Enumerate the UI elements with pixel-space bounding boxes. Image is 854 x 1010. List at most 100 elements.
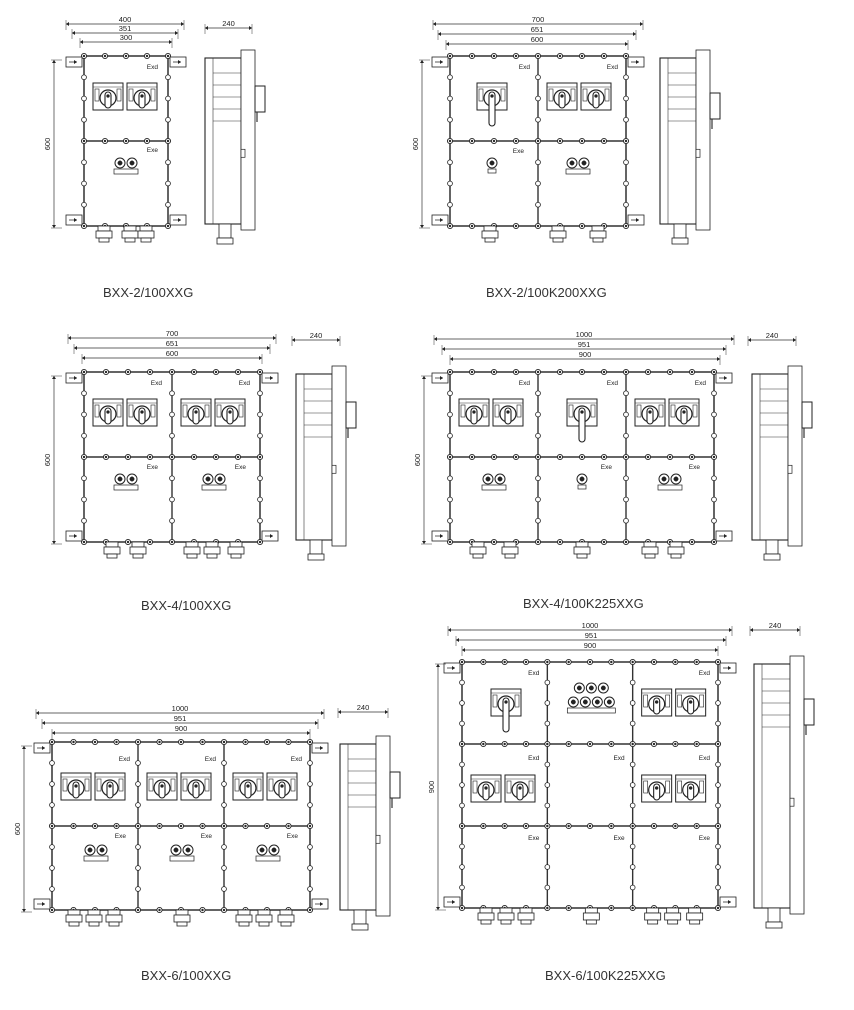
cable-gland	[137, 225, 155, 243]
cable-gland	[103, 541, 121, 559]
cable-gland	[121, 225, 139, 243]
front-view	[65, 52, 187, 230]
bolt	[49, 802, 55, 808]
side-view	[295, 365, 357, 561]
bolt	[623, 496, 629, 503]
bolt	[81, 95, 87, 102]
bolt	[535, 74, 541, 81]
cable-gland	[589, 225, 607, 243]
side-view	[751, 365, 813, 561]
bolt	[623, 475, 629, 482]
label-exe: Exe	[115, 833, 127, 840]
bolt	[623, 116, 629, 123]
bolt	[459, 761, 465, 768]
bolt	[711, 390, 717, 397]
bolt	[623, 390, 629, 397]
bolt	[623, 95, 629, 102]
dim-inner-width: 600	[166, 349, 179, 358]
bolt	[81, 517, 87, 524]
bolt	[447, 517, 453, 524]
bolt	[169, 432, 175, 439]
label-exe: Exe	[201, 833, 213, 840]
rotary-switch	[60, 772, 92, 801]
bolt	[711, 475, 717, 482]
side-view	[339, 735, 401, 931]
label-exd: Exd	[613, 755, 625, 762]
dim-mounting-width: 351	[119, 24, 132, 33]
label-exe: Exe	[147, 147, 159, 154]
bolt	[81, 411, 87, 418]
bolt	[459, 884, 465, 891]
bolt	[544, 884, 551, 891]
bolt	[711, 411, 717, 418]
cable-gland	[573, 541, 591, 559]
bolt	[257, 517, 263, 524]
bolt	[711, 517, 717, 524]
dim-inner-width: 900	[175, 724, 188, 733]
bolt	[169, 517, 175, 524]
bolt	[307, 760, 313, 766]
bolt	[257, 496, 263, 503]
bolt	[544, 843, 551, 850]
cable-gland	[173, 909, 191, 927]
bolt	[447, 411, 453, 418]
cable-gland	[469, 541, 487, 559]
label-exd: Exd	[528, 670, 540, 677]
cable-gland	[65, 909, 83, 927]
dim-mounting-width: 951	[578, 340, 591, 349]
bolt	[81, 116, 87, 123]
bolt	[447, 201, 453, 208]
dim-mounting-width: 951	[174, 714, 187, 723]
bolt	[715, 864, 721, 870]
dim-side-depth: 240	[766, 331, 779, 340]
indicator-lamp	[576, 473, 588, 490]
rotary-switch	[641, 774, 673, 803]
cable-gland	[277, 909, 295, 927]
cable-gland	[129, 541, 147, 559]
bolt	[711, 432, 717, 439]
front-view	[65, 368, 279, 546]
bolt	[535, 95, 541, 102]
bolt	[629, 720, 636, 727]
bolt	[447, 159, 453, 166]
cable-gland	[497, 907, 515, 925]
model-caption-bxx-4-100k225xxg: BXX-4/100K225XXG	[523, 596, 644, 611]
dim-height: 600	[413, 454, 422, 467]
bolt	[447, 116, 453, 123]
bolt	[81, 74, 87, 81]
bolt	[629, 761, 636, 768]
bolt	[544, 700, 551, 706]
bolt	[629, 884, 636, 891]
dim-side-depth: 240	[310, 331, 323, 340]
cable-gland	[235, 909, 253, 927]
bolt	[447, 95, 453, 102]
rotary-switch	[92, 398, 124, 427]
bolt	[165, 116, 171, 123]
front-view	[431, 368, 733, 546]
dim-mounting-width: 651	[166, 339, 179, 348]
cable-gland	[477, 907, 495, 925]
rotary-switch	[126, 398, 158, 427]
side-view	[204, 49, 266, 245]
dim-overall-width: 700	[532, 15, 545, 24]
dim-overall-width: 700	[166, 329, 179, 338]
front-view	[431, 52, 645, 230]
bolt	[165, 95, 171, 102]
label-exd: Exd	[151, 380, 163, 387]
label-exe: Exe	[613, 835, 625, 842]
label-exd: Exd	[119, 756, 131, 763]
bolt	[81, 201, 87, 208]
rotary-switch	[266, 772, 298, 801]
dim-height: 600	[411, 138, 420, 151]
rotary-switch	[476, 82, 508, 127]
indicator-lamps	[169, 844, 195, 862]
label-exd: Exd	[528, 755, 540, 762]
bolt	[535, 517, 541, 524]
bolt	[535, 390, 541, 397]
bolt	[49, 781, 55, 787]
model-caption-bxx-6-100xxg: BXX-6/100XXG	[141, 968, 232, 983]
label-exd: Exd	[239, 380, 251, 387]
